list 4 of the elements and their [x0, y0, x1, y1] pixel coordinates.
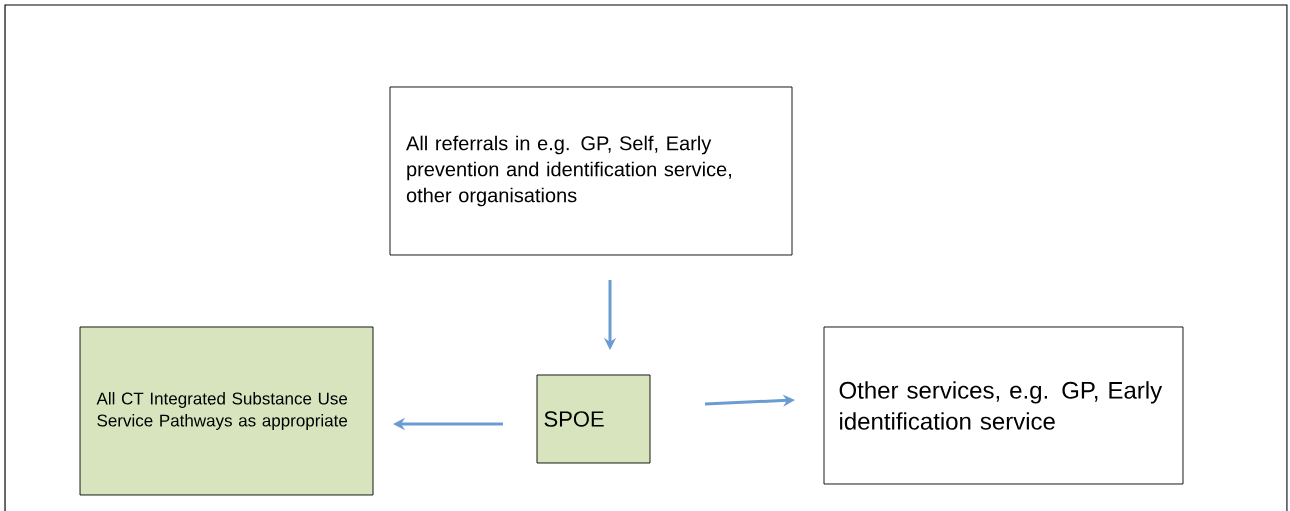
process-box: Other services, e.g. GP, Early identification service — [823, 326, 1184, 485]
process-box: All CT Integrated Substance Use Service Pathways as appropriate — [79, 326, 374, 496]
process-box: All referrals in e.g. GP, Self, Early prevention and identification service, other organisations — [389, 86, 793, 256]
process-box: SPOE — [536, 374, 651, 464]
